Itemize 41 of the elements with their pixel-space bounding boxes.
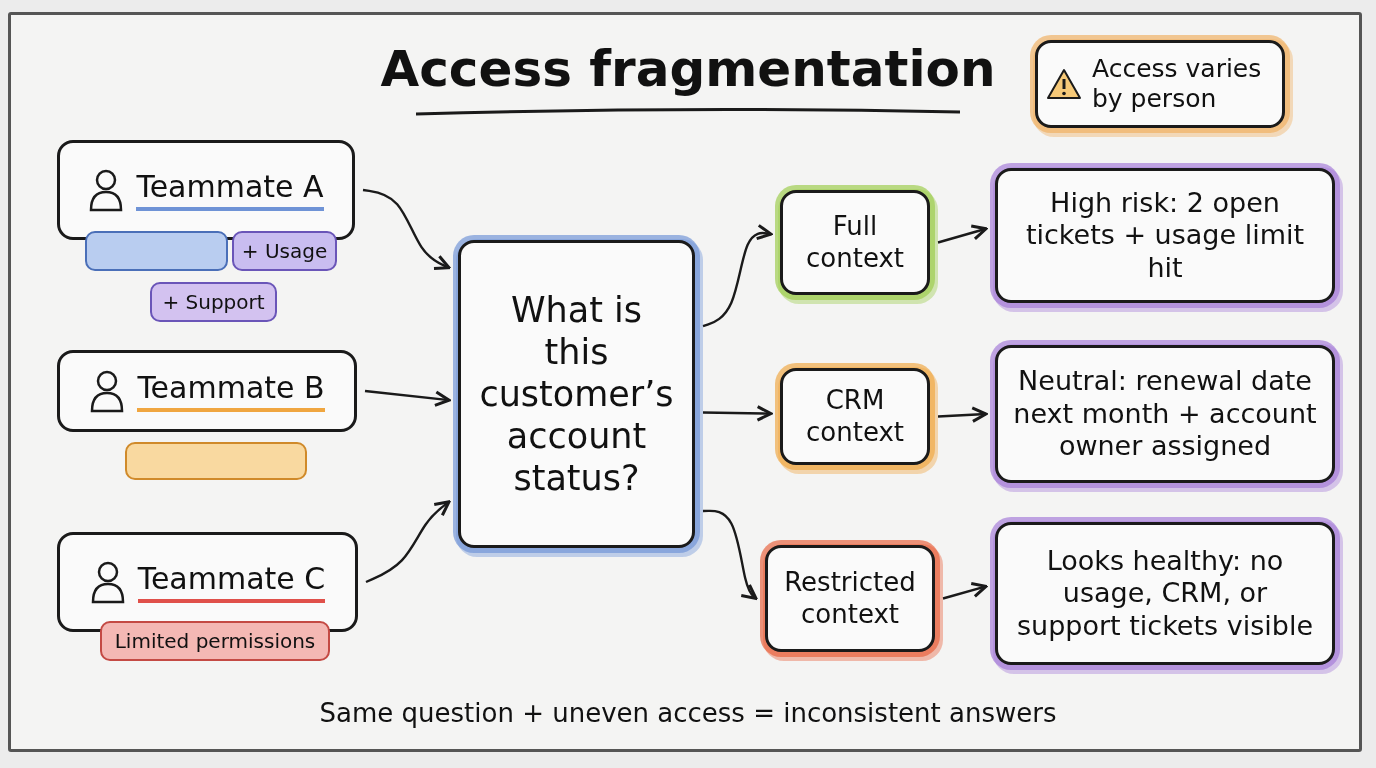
arrow	[702, 223, 773, 328]
box-text: High risk: 2 open tickets + usage limit hit	[1024, 186, 1306, 285]
person-name: Teammate B	[137, 370, 325, 412]
access-tag	[150, 282, 277, 322]
question-box	[458, 240, 695, 548]
person-name: Teammate A	[136, 169, 324, 211]
arrow	[937, 224, 988, 244]
box-text: CRM context	[805, 385, 905, 448]
context-box	[780, 190, 930, 295]
access-tag	[232, 231, 337, 271]
context-box	[780, 368, 930, 465]
arrow	[702, 509, 758, 600]
arrow	[937, 406, 988, 423]
empty-tag	[125, 442, 307, 480]
person-card	[57, 140, 355, 240]
arrow	[365, 500, 451, 584]
box-text: Restricted context	[783, 567, 917, 630]
tag-label: + Usage	[241, 239, 328, 263]
result-box	[995, 522, 1335, 665]
caption: Same question + uneven access = inconsistent answers	[318, 698, 1058, 728]
result-box	[995, 168, 1335, 303]
arrow	[364, 389, 451, 407]
title: Access fragmentation	[380, 40, 996, 98]
arrow	[702, 405, 773, 422]
box-text: What is this customer’s account status?	[479, 289, 674, 499]
box-text: Neutral: renewal date next month + account owner assigned	[1012, 365, 1318, 463]
tag-label: Limited permissions	[114, 629, 316, 653]
person-card	[57, 350, 357, 432]
context-box	[765, 545, 935, 652]
empty-tag	[85, 231, 228, 271]
box-text: Access varies by person	[1092, 54, 1263, 114]
note-box	[1035, 40, 1285, 128]
access-tag	[100, 621, 330, 661]
result-box	[995, 345, 1335, 483]
tag-label: + Support	[162, 290, 265, 314]
person-name: Teammate C	[137, 561, 326, 603]
arrow	[942, 582, 988, 600]
box-text: Full context	[805, 211, 905, 274]
box-text: Looks healthy: no usage, CRM, or support tickets visible	[1016, 544, 1314, 643]
person-card	[57, 532, 358, 632]
arrow	[362, 188, 451, 270]
